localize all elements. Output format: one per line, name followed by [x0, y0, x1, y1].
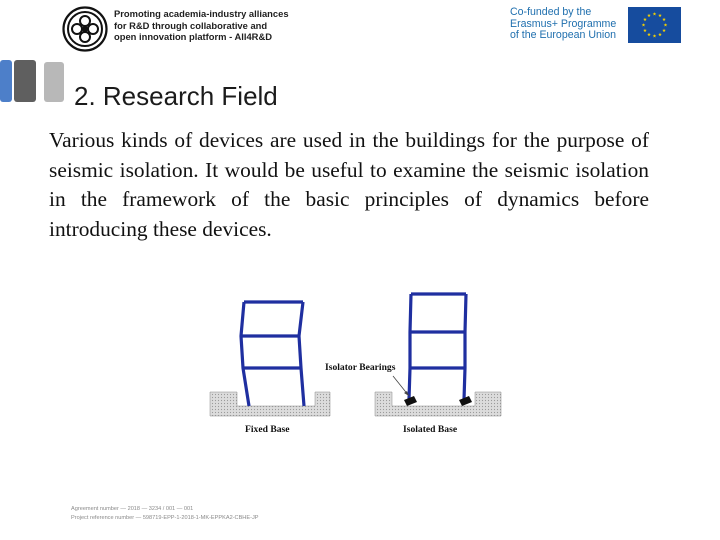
accent-bar-blue	[0, 60, 12, 102]
footer-project-reference: Project reference number — 598719-EPP-1-…	[71, 515, 259, 521]
eu-line-2: Erasmus+ Programme	[510, 17, 617, 30]
footer: Agreement number — 2018 — 3234 / 001 — 0…	[71, 505, 258, 523]
fixed-base-frame	[239, 300, 306, 407]
all4rd-logo-icon	[62, 6, 108, 52]
slide-body-text: Various kinds of devices are used in the…	[49, 128, 649, 241]
footer-agreement-number: Agreement number — 2018 — 3234 / 001 — 0…	[71, 506, 194, 512]
eu-star-icon	[643, 17, 647, 22]
fixed-base-label: Fixed Base	[245, 424, 290, 435]
eu-star-icon	[652, 12, 657, 16]
eu-cofunding-text: Co-funded by the Erasmus+ Programme of t…	[510, 6, 622, 42]
fixed-base-ground	[209, 391, 331, 417]
slide-title: 2. Research Field	[74, 81, 278, 111]
header-line-3: open innovation platform - All4R&D	[114, 31, 272, 42]
eu-star-icon	[658, 13, 662, 18]
eu-flag-icon	[628, 7, 681, 43]
isolator-bearing-right	[459, 396, 472, 406]
accent-bar-light	[44, 62, 64, 102]
eu-star-icon	[647, 13, 651, 18]
eu-star-icon	[662, 28, 666, 33]
eu-star-icon	[662, 17, 666, 22]
seismic-isolation-figure: Isolator Bearings Fixed Base Isolated Ba…	[209, 292, 502, 435]
eu-star-icon	[658, 32, 662, 37]
eu-star-icon	[663, 23, 668, 27]
eu-star-icon	[652, 34, 657, 38]
header-line-2: for R&D through collaborative and	[114, 19, 268, 31]
eu-line-1: Co-funded by the	[510, 6, 592, 18]
eu-star-icon	[641, 23, 646, 27]
isolator-bearing-left	[404, 396, 417, 406]
isolated-base-ground	[374, 391, 502, 417]
header-line-1: Promoting academia-industry alliances	[114, 8, 289, 19]
eu-star-icon	[643, 28, 647, 33]
eu-line-3: of the European Union	[510, 29, 617, 42]
accent-bar-dark	[14, 60, 36, 102]
isolated-base-frame	[407, 292, 468, 401]
eu-star-icon	[647, 32, 651, 37]
header-tagline: Promoting academia-industry alliances fo…	[114, 8, 289, 43]
isolator-bearings-label: Isolator Bearings	[325, 362, 396, 373]
isolated-base-label: Isolated Base	[403, 424, 458, 435]
